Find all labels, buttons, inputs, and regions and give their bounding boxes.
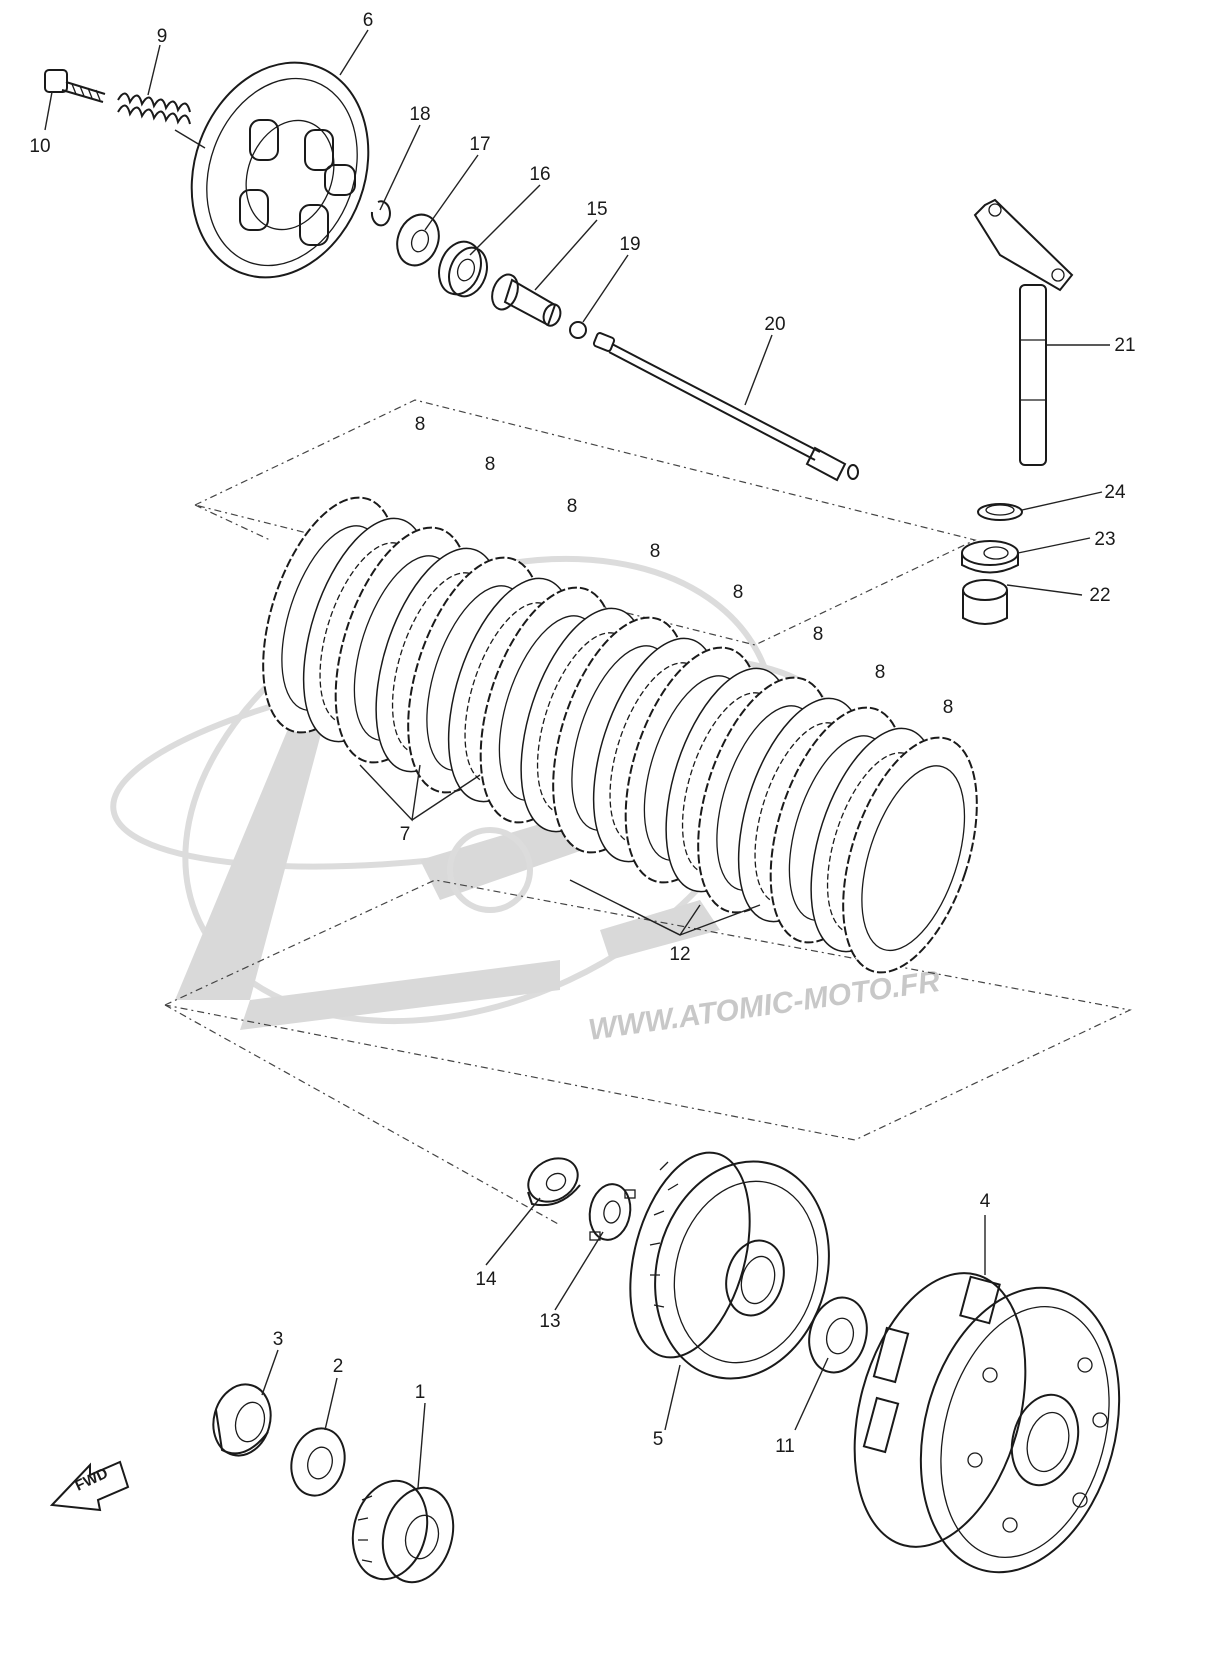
bearing-16 [438,240,488,298]
clutch-plate-stack [262,496,978,974]
callout-2: 2 [333,1356,344,1377]
nut-14 [527,1157,581,1207]
oil-seal-23 [961,540,1019,574]
bolt-10 [44,69,106,103]
callout-5: 5 [653,1429,664,1450]
push-rod-15 [491,273,562,327]
callout-12: 12 [669,944,690,965]
callout-20: 20 [764,314,785,335]
spring-9 [117,92,206,149]
clutch-boss-5 [629,1151,830,1380]
leaders-7-12 [359,764,761,936]
callout-14: 14 [475,1269,497,1290]
washer-17 [396,213,440,267]
thrust-washer-11 [808,1296,868,1374]
bearing-22 [962,579,1008,625]
callout-8: 8 [733,582,744,603]
washer-2 [290,1427,346,1497]
primary-gear-1 [351,1479,455,1584]
callout-17: 17 [469,134,490,155]
callout-labels: 1 2 3 4 5 6 7 8 8 8 8 8 8 8 8 9 10 11 12… [29,10,1135,1457]
callout-21: 21 [1114,335,1135,356]
push-lever-shaft-21 [973,198,1074,466]
leader-lines [44,29,1110,1489]
callout-19: 19 [619,234,640,255]
pressure-plate-6 [190,61,370,279]
callout-8: 8 [813,624,824,645]
callout-9: 9 [157,26,168,47]
push-rod-20 [592,332,859,482]
callout-8: 8 [485,454,496,475]
lock-washer-13 [588,1183,636,1241]
callout-23: 23 [1094,529,1115,550]
collar-3 [212,1383,272,1457]
callout-8: 8 [875,662,886,683]
callout-11: 11 [775,1436,795,1457]
forward-direction-arrow: FWD [49,1460,130,1512]
callout-8: 8 [415,414,426,435]
callout-22: 22 [1089,585,1110,606]
ball-19 [569,321,587,339]
callout-13: 13 [539,1311,560,1332]
callout-6: 6 [363,10,374,31]
callout-3: 3 [273,1329,284,1350]
callout-18: 18 [409,104,430,125]
watermark-url: WWW.ATOMIC-MOTO.FR [586,965,942,1047]
callout-16: 16 [529,164,550,185]
callout-4: 4 [980,1191,991,1212]
callout-15: 15 [586,199,607,220]
callout-8: 8 [567,496,578,517]
circlip-18 [370,200,391,227]
clutch-housing-4 [853,1272,1121,1574]
callout-1: 1 [415,1382,426,1403]
fwd-label: FWD [73,1465,111,1495]
circlip-24 [977,503,1023,521]
callout-8: 8 [650,541,661,562]
friction-plate [842,736,978,974]
callout-7: 7 [400,824,411,845]
assembly-frames [164,399,1132,1226]
callout-10: 10 [29,136,50,157]
callout-8: 8 [943,697,954,718]
callout-24: 24 [1104,482,1126,503]
